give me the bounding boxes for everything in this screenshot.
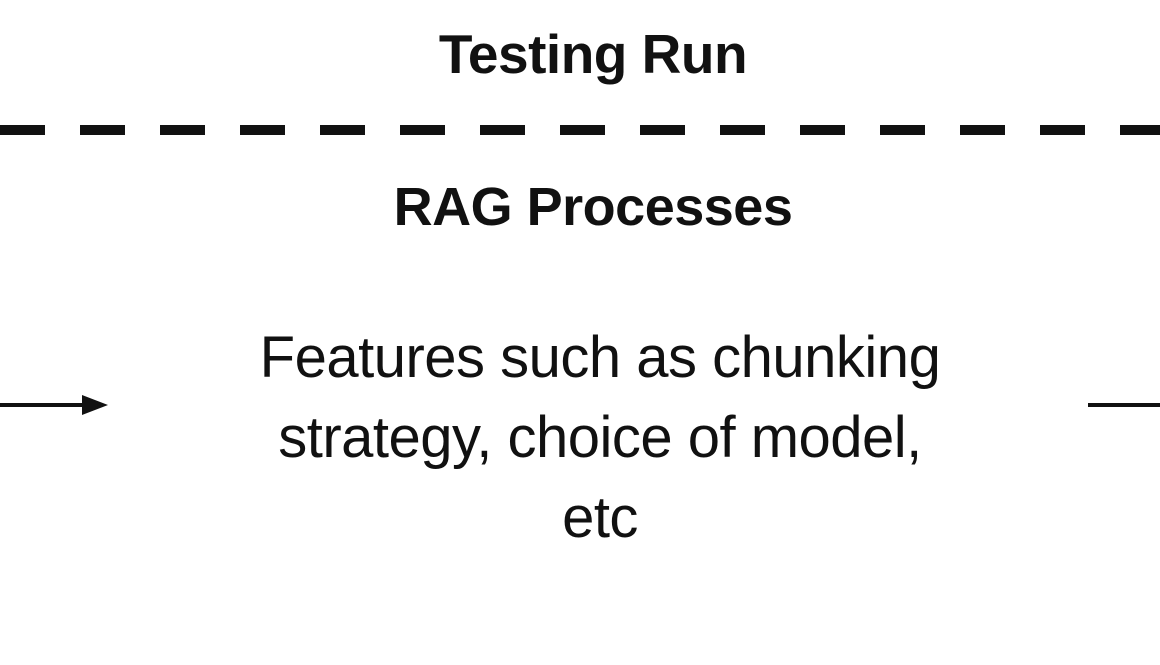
dashed-divider-line	[0, 125, 1160, 135]
group-heading: RAG Processes	[393, 177, 793, 237]
incoming-arrow-icon	[0, 395, 108, 415]
dashed-divider	[0, 125, 1160, 135]
node-text-line-2: strategy, choice of model,	[278, 405, 922, 470]
outgoing-line-icon	[1088, 403, 1160, 407]
incoming-arrow	[0, 385, 112, 425]
outgoing-line	[1084, 385, 1160, 425]
node-text-line-3: etc	[562, 485, 638, 550]
node-text-line-1: Features such as chunking	[259, 325, 941, 390]
section-title: Testing Run	[438, 23, 748, 85]
rag-processes-node: Features such as chunking strategy, choi…	[140, 318, 1060, 558]
